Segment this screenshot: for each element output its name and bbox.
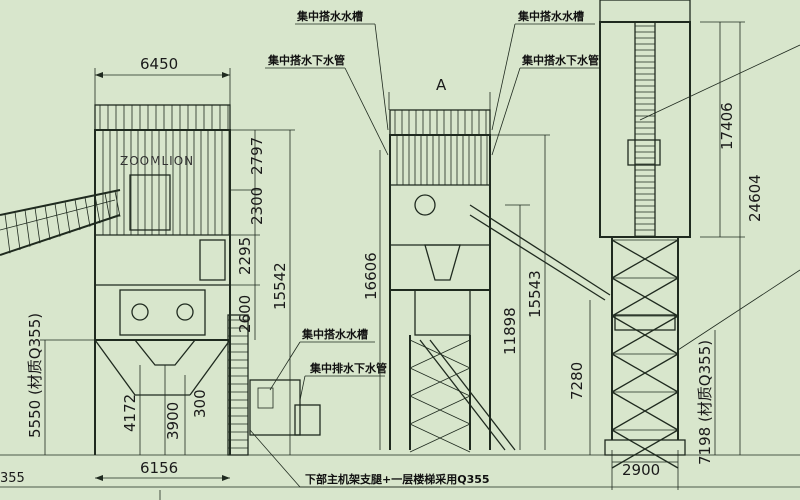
left-width-bottom-label: 6156 bbox=[140, 459, 178, 477]
left-dim-2797: 2797 bbox=[248, 137, 266, 175]
left-hopper bbox=[133, 339, 197, 366]
note-water-tank-3: 集中搭水水槽 bbox=[301, 327, 368, 341]
right-dim-24604: 24604 bbox=[746, 174, 764, 222]
left-dim-3900: 3900 bbox=[164, 402, 182, 440]
left-roof-railing bbox=[94, 104, 231, 131]
note-water-tank-2: 集中搭水水槽 bbox=[517, 9, 584, 23]
left-material-note: 5550 (材质Q355) bbox=[26, 313, 44, 438]
right-dim-7280: 7280 bbox=[568, 362, 586, 400]
center-dim-11898: 11898 bbox=[501, 307, 519, 355]
note-drain-pipe-3: 集中排水下水管 bbox=[309, 361, 387, 375]
left-dim-300: 300 bbox=[191, 389, 209, 418]
note-support: 下部主机架支腿+一层楼梯采用Q355 bbox=[305, 472, 490, 486]
left-stair-tower bbox=[227, 314, 249, 456]
left-dim-15542: 15542 bbox=[271, 262, 289, 310]
left-plant: 6450 ZOOMLION bbox=[0, 55, 295, 486]
note-drain-pipe-2: 集中搭水下水管 bbox=[521, 53, 599, 67]
left-width-top-label: 6450 bbox=[140, 55, 178, 73]
right-material-note: 7198 (材质Q355) bbox=[696, 340, 714, 465]
left-dim-4172: 4172 bbox=[121, 394, 139, 432]
center-dim-16606: 16606 bbox=[362, 252, 380, 300]
brand-logo: ZOOMLION bbox=[120, 154, 194, 168]
silo-top-railing bbox=[599, 0, 691, 23]
left-dim-2295: 2295 bbox=[236, 237, 254, 275]
center-roof-railing bbox=[389, 109, 491, 136]
right-silo bbox=[589, 0, 800, 490]
left-legs bbox=[94, 339, 231, 455]
note-water-tank-1: 集中搭水水槽 bbox=[296, 9, 363, 23]
left-rail-posts bbox=[99, 105, 229, 130]
left-edge-label: 355 bbox=[0, 471, 25, 486]
center-plant: A bbox=[379, 76, 611, 453]
left-tower-slats bbox=[102, 130, 230, 235]
left-conveyor bbox=[0, 189, 121, 256]
control-cabin bbox=[249, 379, 321, 436]
right-dim-17406: 17406 bbox=[718, 102, 736, 150]
left-lower-dims bbox=[40, 339, 186, 455]
left-top-dim bbox=[94, 68, 231, 105]
left-dim-2600: 2600 bbox=[236, 295, 254, 333]
center-label-a: A bbox=[436, 76, 447, 94]
left-dim-2300: 2300 bbox=[248, 187, 266, 225]
left-bottom-dim bbox=[95, 475, 230, 481]
left-mixer bbox=[119, 289, 206, 336]
left-right-dims bbox=[230, 129, 295, 455]
note-drain-pipe-1: 集中搭水下水管 bbox=[267, 53, 345, 67]
right-width-bottom: 2900 bbox=[622, 461, 660, 479]
silo-body bbox=[599, 21, 691, 238]
left-stair-rungs bbox=[228, 319, 248, 449]
center-dim-15543: 15543 bbox=[526, 270, 544, 318]
